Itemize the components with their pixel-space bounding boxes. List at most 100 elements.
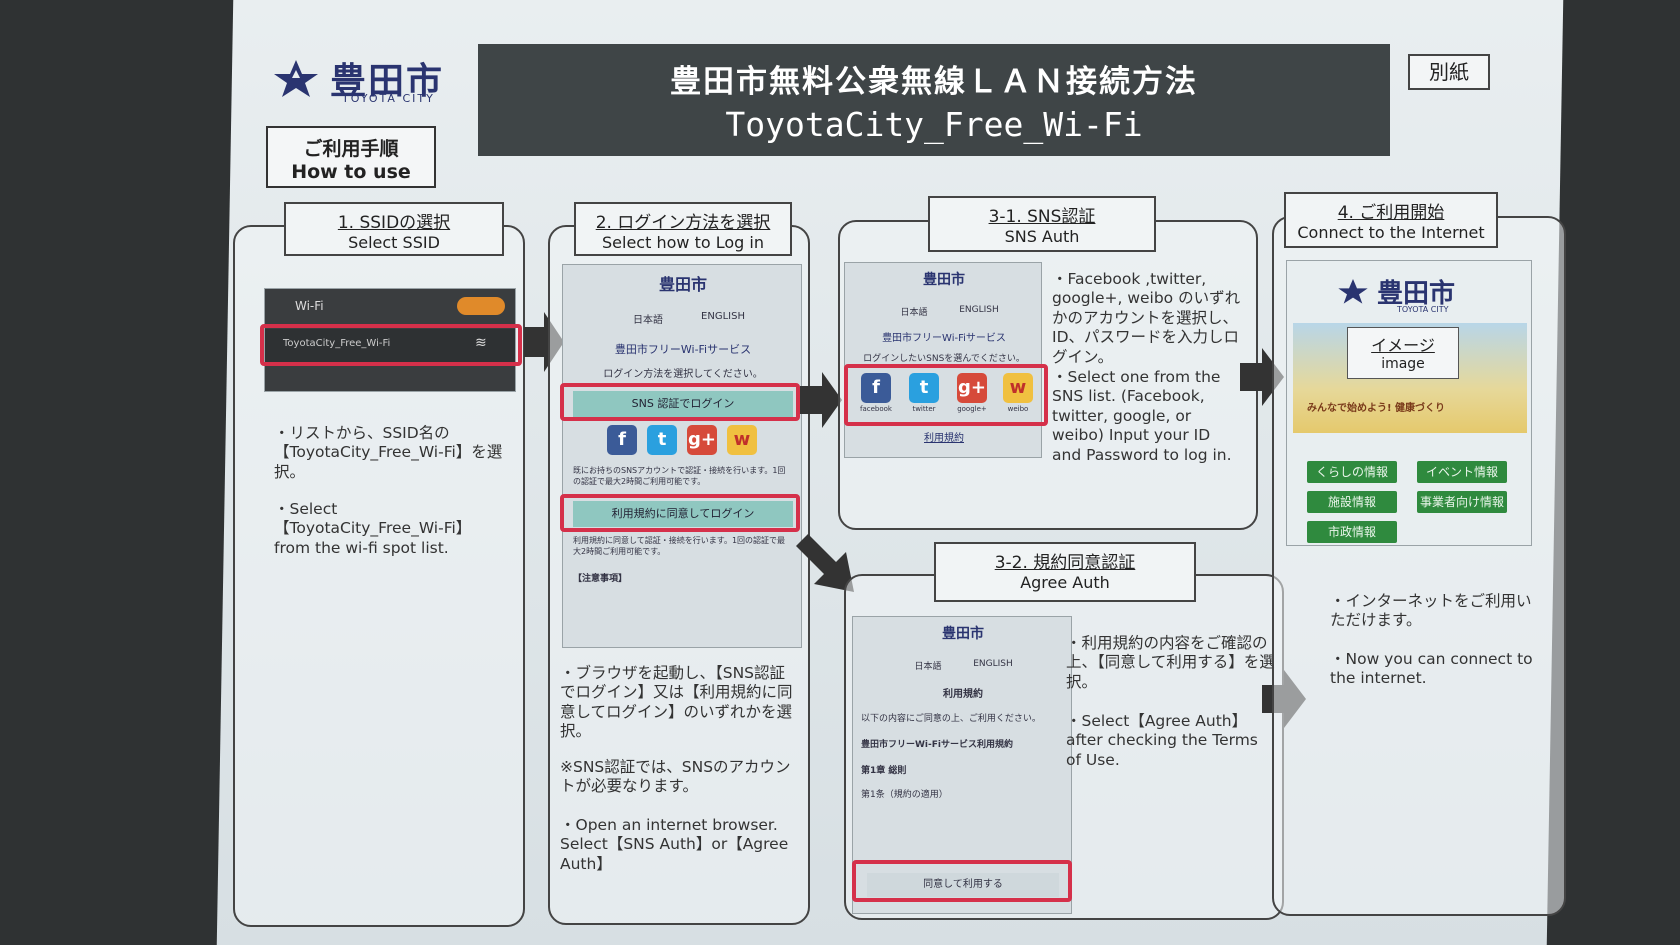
sns-list-highlight bbox=[844, 364, 1048, 426]
sns-weibo-label: weibo bbox=[1007, 405, 1029, 413]
weibo-icon[interactable]: w bbox=[727, 425, 757, 455]
how-to-use-en: How to use bbox=[291, 161, 411, 183]
wifi-toggle[interactable] bbox=[457, 297, 505, 315]
wifi-network-row[interactable]: ToyotaCity_Free_Wi-Fi ≋ bbox=[265, 329, 515, 363]
banner-ssid: ToyotaCity_Free_Wi-Fi bbox=[725, 105, 1143, 144]
sns-note: 既にお持ちのSNSアカウントで認証・接続を行います。1回の認証で最大2時間ご利用… bbox=[573, 466, 786, 486]
step2-title-jp: 2. ログイン方法を選択 bbox=[595, 213, 771, 233]
step32-title-jp: 3-2. 規約同意認証 bbox=[994, 553, 1136, 573]
step4-brand-sub: TOYOTA CITY bbox=[1397, 305, 1449, 314]
twitter-icon[interactable]: t bbox=[647, 425, 677, 455]
lang-jp-link[interactable]: 日本語 bbox=[633, 315, 663, 326]
city-homepage-screen: 豊田市 TOYOTA CITY イメージ image みんなで始めよう! 健康づ… bbox=[1286, 260, 1532, 546]
attachment-label: 別紙 bbox=[1408, 54, 1490, 90]
step32-brand: 豊田市 bbox=[942, 626, 984, 642]
step1-title-jp: 1. SSIDの選択 bbox=[337, 213, 451, 233]
terms-link[interactable]: 利用規約 bbox=[924, 433, 964, 444]
toyota-city-logo: 豊田市 TOYOTA CITY bbox=[272, 52, 452, 112]
wifi-label: Wi-Fi bbox=[295, 299, 324, 313]
step2-title: 2. ログイン方法を選択 Select how to Log in bbox=[574, 202, 792, 256]
toyota-logo-icon bbox=[1338, 279, 1368, 304]
step31-lang-en[interactable]: ENGLISH bbox=[959, 305, 999, 315]
step4-brand: 豊田市 bbox=[1377, 279, 1456, 309]
terms-line1: 以下の内容にご同意の上、ご利用ください。 bbox=[861, 714, 1041, 724]
step1-title: 1. SSIDの選択 Select SSID bbox=[284, 202, 504, 256]
step31-title-jp: 3-1. SNS認証 bbox=[988, 207, 1096, 227]
step1-highlight bbox=[260, 324, 522, 366]
business-info-button[interactable]: 事業者向け情報 bbox=[1417, 491, 1507, 513]
login-prompt: ログイン方法を選択してください。 bbox=[603, 369, 763, 380]
wifi-signal-icon: ≋ bbox=[475, 335, 487, 351]
sns-facebook-label: facebook bbox=[860, 405, 892, 413]
step2-desc-jp: ・ブラウザを起動し、【SNS認証でログイン】又は【利用規約に同意してログイン】の… bbox=[560, 664, 793, 741]
service-name: 豊田市フリーWi-Fiサービス bbox=[614, 343, 752, 356]
agree-login-button[interactable]: 利用規約に同意してログイン bbox=[573, 501, 793, 527]
arrow-right-icon bbox=[800, 372, 842, 428]
wifi-settings-screen: Wi-Fi ToyotaCity_Free_Wi-Fi ≋ bbox=[264, 288, 516, 392]
step32-lang-en[interactable]: ENGLISH bbox=[973, 659, 1013, 669]
step31-desc-en: ・Select one from the SNS list. (Facebook… bbox=[1052, 368, 1232, 464]
title-banner: 豊田市無料公衆無線ＬＡＮ接続方法 ToyotaCity_Free_Wi-Fi bbox=[478, 44, 1390, 156]
sns-login-highlight bbox=[560, 383, 800, 421]
terms-line2: 豊田市フリーWi-Fiサービス利用規約 bbox=[861, 740, 1013, 750]
step1-desc-jp: ・リストから、SSID名の【ToyotaCity_Free_Wi-Fi】を選択。 bbox=[274, 424, 503, 481]
agree-note: 利用規約に同意して認証・接続を行います。1回の認証で最大2時間ご利用可能です。 bbox=[573, 536, 786, 556]
how-to-use-jp: ご利用手順 bbox=[303, 138, 399, 160]
step32-title-en: Agree Auth bbox=[1020, 573, 1110, 592]
terms-heading: 利用規約 bbox=[943, 689, 983, 700]
image-label-jp: イメージ bbox=[1371, 336, 1435, 355]
google-plus-icon[interactable]: g+ bbox=[687, 425, 717, 455]
how-to-use-box: ご利用手順 How to use bbox=[266, 126, 436, 188]
sns-login-button[interactable]: SNS 認証でログイン bbox=[573, 391, 793, 417]
step4-title-jp: 4. ご利用開始 bbox=[1337, 203, 1445, 223]
agree-auth-screen: 豊田市 日本語 ENGLISH 利用規約 以下の内容にご同意の上、ご利用ください… bbox=[852, 616, 1072, 914]
step31-lang-jp[interactable]: 日本語 bbox=[900, 308, 928, 318]
sns-auth-screen: 豊田市 日本語 ENGLISH 豊田市フリーWi-Fiサービス ログインしたいS… bbox=[844, 262, 1042, 458]
step32-lang-jp[interactable]: 日本語 bbox=[914, 662, 942, 672]
city-info-button[interactable]: 市政情報 bbox=[1307, 521, 1397, 543]
step4-title: 4. ご利用開始 Connect to the Internet bbox=[1284, 192, 1498, 248]
arrow-diagonal-icon bbox=[796, 534, 854, 592]
terms-line4: 第1条（規約の適用） bbox=[861, 790, 948, 800]
weibo-icon[interactable]: w bbox=[1003, 373, 1033, 403]
facebook-icon[interactable]: f bbox=[607, 425, 637, 455]
step4-desc-jp: ・インターネットをご利用いただけます。 bbox=[1330, 592, 1532, 630]
step4-title-en: Connect to the Internet bbox=[1297, 223, 1485, 242]
facility-info-button[interactable]: 施設情報 bbox=[1307, 491, 1397, 513]
step31-title-en: SNS Auth bbox=[1004, 227, 1080, 246]
step31-service: 豊田市フリーWi-Fiサービス bbox=[882, 333, 1006, 344]
network-name: ToyotaCity_Free_Wi-Fi bbox=[283, 338, 391, 349]
google-plus-icon[interactable]: g+ bbox=[957, 373, 987, 403]
banner-title: 豊田市無料公衆無線ＬＡＮ接続方法 bbox=[670, 64, 1198, 100]
living-info-button[interactable]: くらしの情報 bbox=[1307, 461, 1397, 483]
step2-note-jp: ※SNS認証では、SNSのアカウントが必要なります。 bbox=[560, 758, 791, 796]
image-placeholder-box: イメージ image bbox=[1347, 327, 1459, 379]
step2-desc-en: ・Open an internet browser. Select【SNS Au… bbox=[560, 816, 789, 873]
lang-en-link[interactable]: ENGLISH bbox=[701, 311, 745, 322]
step32-title: 3-2. 規約同意認証 Agree Auth bbox=[934, 542, 1196, 602]
sns-google-label: google+ bbox=[957, 405, 987, 413]
step31-title: 3-1. SNS認証 SNS Auth bbox=[928, 196, 1156, 252]
sns-twitter-label: twitter bbox=[912, 405, 936, 413]
step31-brand: 豊田市 bbox=[923, 272, 965, 288]
image-label-en: image bbox=[1381, 356, 1425, 372]
event-info-button[interactable]: イベント情報 bbox=[1417, 461, 1507, 483]
facebook-icon[interactable]: f bbox=[861, 373, 891, 403]
logo-name: 豊田市 bbox=[330, 61, 445, 102]
step32-desc-en: ・Select【Agree Auth】after checking the Te… bbox=[1066, 712, 1258, 769]
step4-desc-en: ・Now you can connect to the internet. bbox=[1330, 650, 1533, 688]
terms-line3: 第1章 総則 bbox=[861, 766, 907, 776]
step31-prompt: ログインしたいSNSを選んでください。 bbox=[863, 354, 1025, 364]
step2-title-en: Select how to Log in bbox=[602, 233, 764, 252]
login-select-screen: 豊田市 日本語 ENGLISH 豊田市フリーWi-Fiサービス ログイン方法を選… bbox=[562, 264, 802, 648]
toyota-logo-icon bbox=[274, 60, 318, 97]
step32-desc-jp: ・利用規約の内容をご確認の上、【同意して利用する】を選択。 bbox=[1066, 634, 1275, 691]
agree-login-highlight bbox=[560, 494, 800, 532]
agree-use-highlight bbox=[852, 860, 1072, 902]
hero-slogan: みんなで始めよう! 健康づくり bbox=[1307, 403, 1446, 414]
agree-use-button[interactable]: 同意して利用する bbox=[867, 873, 1059, 897]
step2-brand: 豊田市 bbox=[658, 275, 707, 294]
twitter-icon[interactable]: t bbox=[909, 373, 939, 403]
step1-desc-en: ・Select【ToyotaCity_Free_Wi-Fi】from the w… bbox=[274, 500, 472, 557]
step1-title-en: Select SSID bbox=[348, 233, 440, 252]
